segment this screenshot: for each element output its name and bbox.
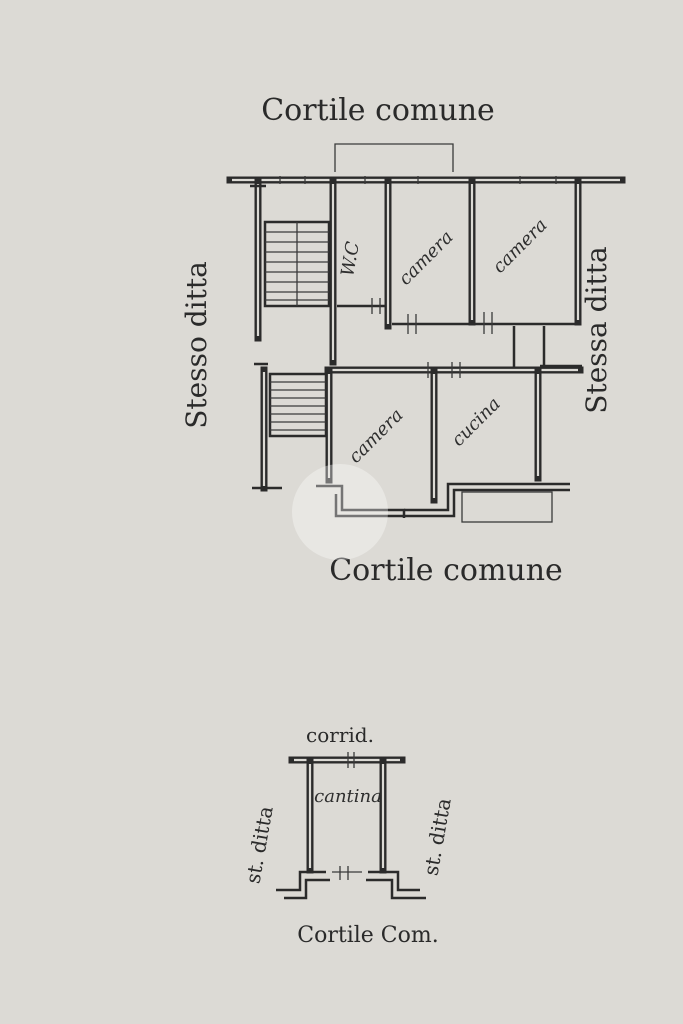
- bottom-courtyard-label: Cortile comune: [329, 553, 563, 588]
- top-outer-wall: [226, 176, 626, 184]
- left-neighbor-label: Stesso ditta: [180, 261, 213, 429]
- watermark-circle: [292, 464, 388, 560]
- cellar-top-label: corrid.: [306, 723, 374, 747]
- camera-a-room: [384, 178, 580, 334]
- camera-c-room: [316, 368, 438, 518]
- cellar-bottom-label: Cortile Com.: [297, 923, 438, 948]
- upper-staircase: [263, 220, 331, 308]
- main-floor-plan: [226, 143, 626, 523]
- top-balcony-outline: [334, 143, 454, 172]
- right-neighbor-label: Stessa ditta: [580, 246, 613, 413]
- cellar-room-label: cantina: [314, 786, 382, 807]
- left-outer-wall: [250, 178, 282, 492]
- top-courtyard-label: Cortile comune: [261, 93, 495, 128]
- wc-room: [329, 178, 386, 366]
- cellar-floor-plan: [276, 752, 426, 900]
- cucina-room: [404, 368, 570, 523]
- camera-b-room: [512, 178, 582, 370]
